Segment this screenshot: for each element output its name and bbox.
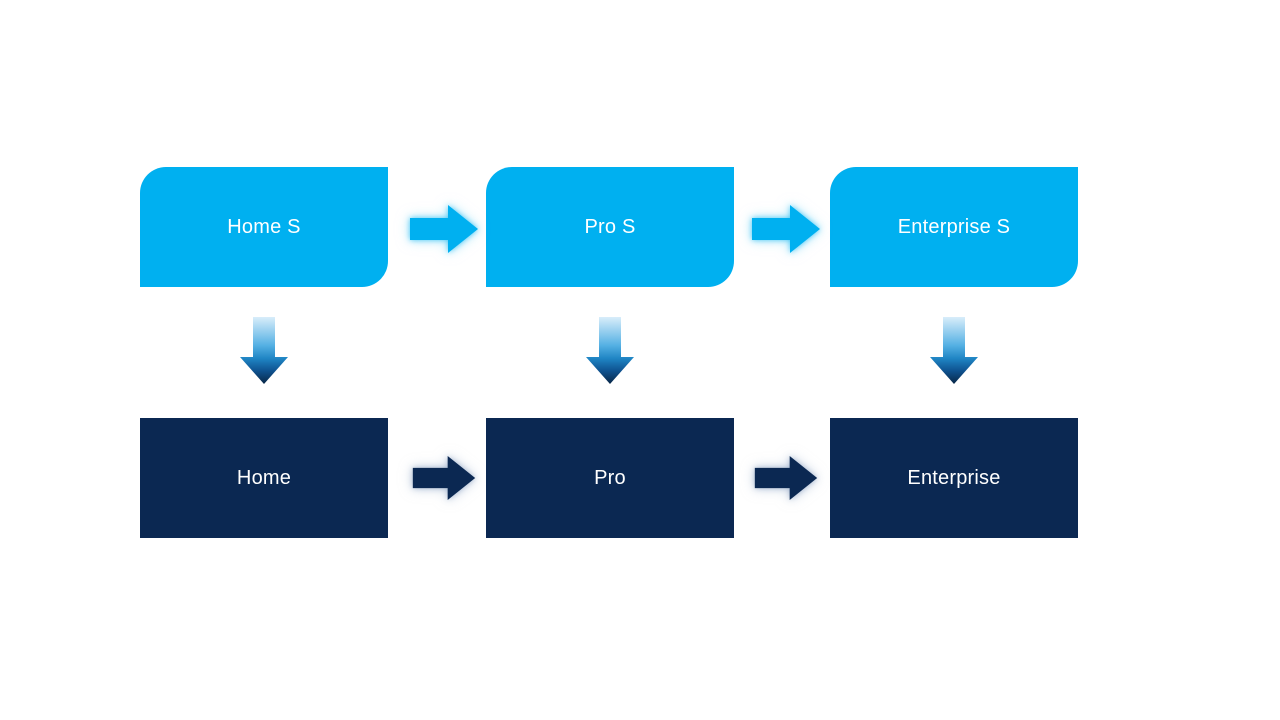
- right-arrow-icon: [410, 456, 478, 500]
- box-home-s: Home S: [140, 167, 388, 287]
- box-home-s-label: Home S: [227, 215, 301, 238]
- box-home: Home: [140, 418, 388, 538]
- right-arrow-icon: [752, 205, 820, 253]
- down-arrow-icon: [930, 317, 978, 384]
- box-enterprise-s: Enterprise S: [830, 167, 1078, 287]
- right-arrow-icon: [752, 456, 820, 500]
- box-pro-s: Pro S: [486, 167, 734, 287]
- down-arrow-icon: [586, 317, 634, 384]
- box-enterprise-label: Enterprise: [907, 466, 1001, 489]
- box-pro: Pro: [486, 418, 734, 538]
- box-home-label: Home: [236, 466, 292, 489]
- box-enterprise-s-label: Enterprise S: [897, 215, 1011, 238]
- box-pro-label: Pro: [594, 466, 626, 489]
- box-enterprise: Enterprise: [830, 418, 1078, 538]
- right-arrow-icon: [410, 205, 478, 253]
- down-arrow-icon: [240, 317, 288, 384]
- box-pro-s-label: Pro S: [584, 215, 636, 238]
